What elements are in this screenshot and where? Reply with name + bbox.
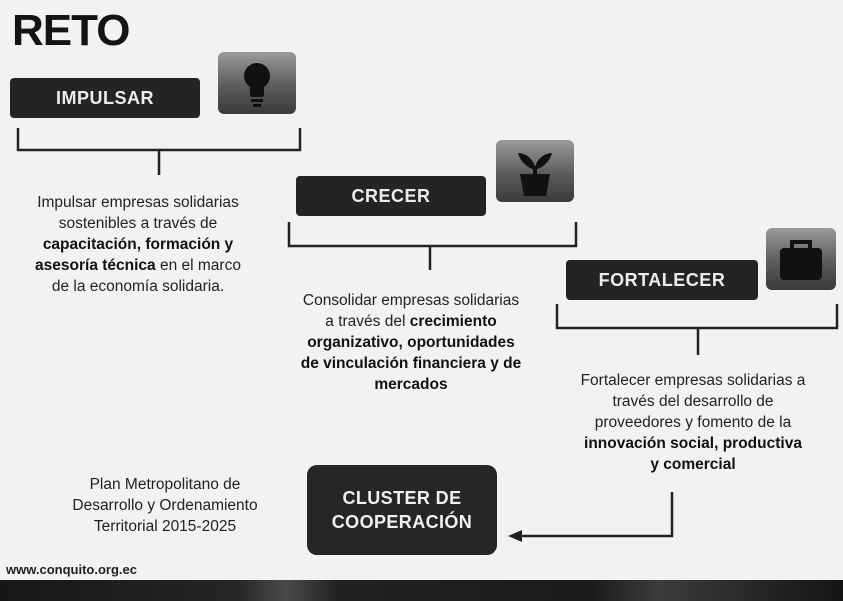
desc-line: de vinculación financiera y de [300,355,522,372]
desc-line: mercados [374,376,448,393]
plan-line: Territorial 2015-2025 [93,518,237,535]
stage-label: IMPULSAR [56,87,154,108]
page-title: RETO [12,6,130,55]
desc-line: organizativo, oportunidades [307,334,515,351]
desc-line: Impulsar empresas solidarias [37,194,239,211]
desc-line: través del desarrollo de [612,393,774,410]
stage-impulsar-description: Impulsar empresas solidarias sostenibles… [4,192,272,297]
stage-crecer-box: CRECER [296,176,486,216]
stage-label: CRECER [351,185,431,206]
lightbulb-icon [218,52,296,114]
desc-line: proveedores y fomento de la [594,414,792,431]
desc-line: capacitación, formación y [42,236,234,253]
plan-metropolitano-text: Plan Metropolitano de Desarrollo y Orden… [40,474,290,537]
desc-line: Consolidar empresas solidarias [302,292,520,309]
desc-line: sostenibles a través de [58,215,218,232]
plan-line: Plan Metropolitano de [89,476,241,493]
stage-fortalecer-box: FORTALECER [566,260,758,300]
plan-line: Desarrollo y Ordenamiento [72,497,258,514]
stage-fortalecer-description: Fortalecer empresas solidarias a través … [548,370,838,475]
desc-line: asesoría técnica en el marco [35,257,241,274]
desc-line: innovación social, productiva [584,435,802,452]
stage-label: FORTALECER [598,269,726,290]
desc-line: de la economía solidaria. [51,278,225,295]
cluster-line: CLUSTER DE [342,488,462,508]
stage-crecer-description: Consolidar empresas solidarias a través … [266,290,556,395]
cluster-line: COOPERACIÓN [331,512,473,532]
desc-line: Fortalecer empresas solidarias a [580,372,806,389]
stage-impulsar-box: IMPULSAR [10,78,200,118]
footer-url: www.conquito.org.ec [6,562,137,577]
desc-line: y comercial [650,456,736,473]
footer-bar [0,580,843,601]
cluster-cooperacion-box: CLUSTER DE COOPERACIÓN [307,465,497,555]
desc-line: a través del crecimiento [325,313,497,330]
plant-pot-icon [496,140,574,202]
briefcase-icon [766,228,836,290]
